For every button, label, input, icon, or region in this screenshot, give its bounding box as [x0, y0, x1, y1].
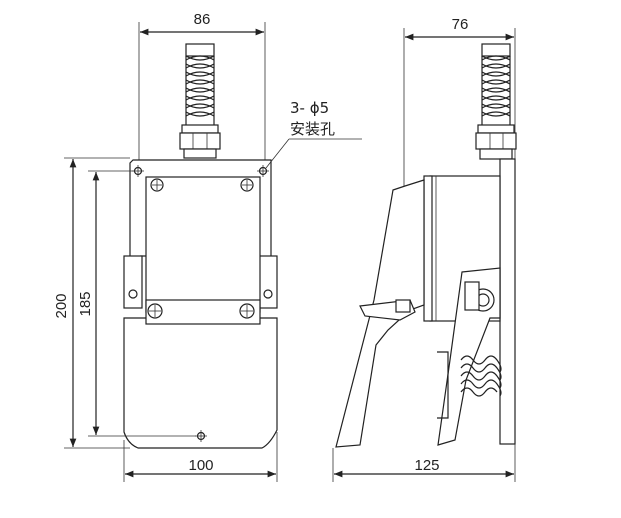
front-dim-185-label: 185 [77, 291, 94, 316]
front-dim-100: 100 [123, 432, 278, 482]
front-view: 86 [53, 11, 362, 482]
side-view: 76 [332, 16, 517, 482]
side-dim-125-label: 125 [414, 457, 439, 474]
side-dim-125: 125 [332, 444, 516, 482]
side-pedal [335, 179, 425, 448]
screw-mid-left [147, 303, 163, 319]
front-dim-200: 200 [53, 157, 130, 449]
front-dim-86: 86 [138, 11, 266, 165]
side-dim-76: 76 [403, 16, 516, 186]
front-dim-100-label: 100 [188, 457, 213, 474]
screw-top-right [240, 178, 254, 192]
front-dim-86-label: 86 [194, 11, 211, 28]
screw-mid-right [239, 303, 255, 319]
hole-note-line2: 安装孔 [290, 120, 335, 138]
screw-top-left [150, 178, 164, 192]
hole-note-line1: 3- ϕ5 [290, 99, 329, 117]
side-spring [437, 351, 502, 419]
side-dim-76-label: 76 [452, 16, 469, 33]
front-cable-gland [179, 43, 221, 159]
front-dim-185: 185 [77, 170, 196, 437]
front-dim-200-label: 200 [53, 293, 70, 318]
hole-note: 3- ϕ5 安装孔 [265, 99, 362, 169]
front-housing [123, 176, 278, 449]
side-back-plate [499, 158, 516, 445]
side-cable-gland [475, 43, 517, 160]
front-screws [147, 178, 255, 319]
